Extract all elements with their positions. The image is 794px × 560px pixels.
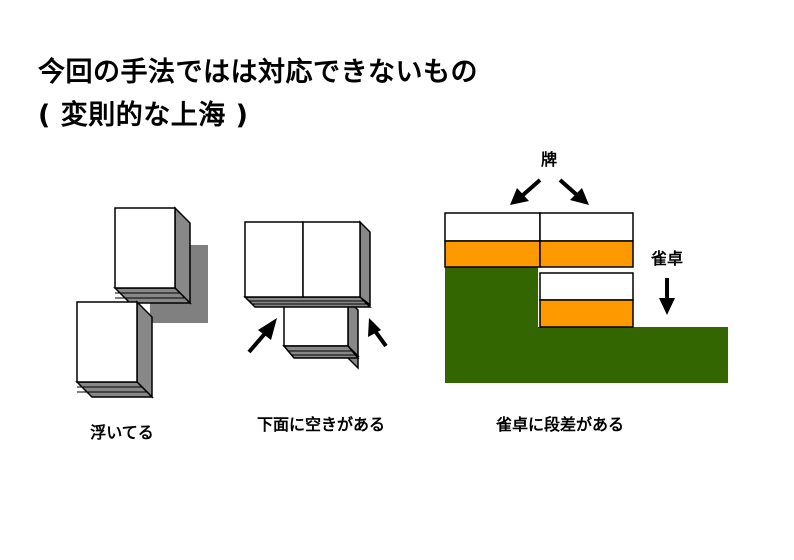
tile-arrow-right xyxy=(558,178,589,205)
lower-tile-under-gap xyxy=(282,297,360,370)
upper-floating-tile xyxy=(113,206,192,305)
mahjong-table-surface xyxy=(445,267,728,383)
page-title-line-2: ( 変則的な上海 ) xyxy=(38,100,249,131)
page-title-line-1: 今回の手法ではは対応できないもの xyxy=(38,57,478,88)
gap-arrow-right xyxy=(368,318,388,348)
tile-arrow-left xyxy=(510,178,542,205)
lower-floating-tile xyxy=(75,300,154,399)
floating-tiles-illustration xyxy=(75,206,208,399)
table-label: 雀卓 xyxy=(650,249,683,268)
table-step-caption: 雀卓に段差がある xyxy=(495,415,624,434)
table-arrow-down xyxy=(659,278,675,315)
table-step-illustration xyxy=(444,178,728,383)
tile-label: 牌 xyxy=(541,150,557,169)
floating-caption: 浮いてる xyxy=(90,423,154,442)
upper-tile-pair xyxy=(243,220,372,308)
gap-arrow-left xyxy=(247,318,277,354)
tile-lower-on-step xyxy=(539,272,634,328)
tile-upper-right xyxy=(539,212,634,268)
tile-upper-left xyxy=(444,212,541,268)
gap-below-caption: 下面に空きがある xyxy=(257,415,385,434)
gap-below-illustration xyxy=(243,220,388,370)
